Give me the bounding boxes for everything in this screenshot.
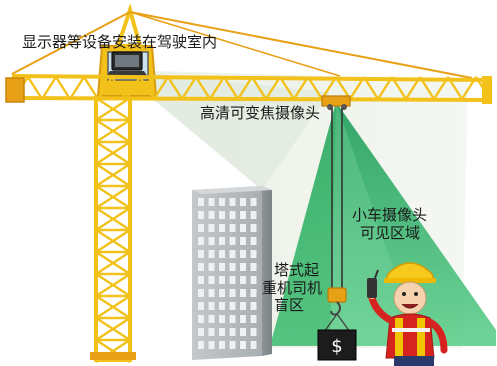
trolley-camera-label-line1: 小车摄像头 <box>352 206 428 224</box>
building <box>192 186 272 360</box>
hd-zoom-camera-label: 高清可变焦摄像头 <box>200 104 321 122</box>
worker-figure <box>367 262 448 366</box>
hook-block <box>323 287 351 333</box>
trolley-camera-label-line2: 可见区域 <box>360 224 421 242</box>
hoist-cables <box>331 108 343 296</box>
crane-apex <box>11 3 473 79</box>
blind-zone-label-line3: 盲区 <box>274 296 305 315</box>
cab-monitor <box>106 51 148 77</box>
crane-mast <box>90 96 136 364</box>
trolley-camera-visible-area-label: 小车摄像头 可见区域 <box>352 206 427 242</box>
crane-jib <box>11 74 492 104</box>
crane-operator-blind-zone-label: 塔式起 重机司机 盲区 <box>262 261 323 315</box>
trolley-camera-visible-area <box>270 102 496 346</box>
load-symbol: $ <box>331 336 342 357</box>
counterweight <box>5 77 25 103</box>
blind-zone-label-line2: 重机司机 <box>262 278 323 297</box>
load-crate: $ <box>317 329 357 361</box>
display-in-cab-label: 显示器等设备安装在驾驶室内 <box>22 33 218 51</box>
blind-zone-label-line1: 塔式起 <box>274 261 320 279</box>
